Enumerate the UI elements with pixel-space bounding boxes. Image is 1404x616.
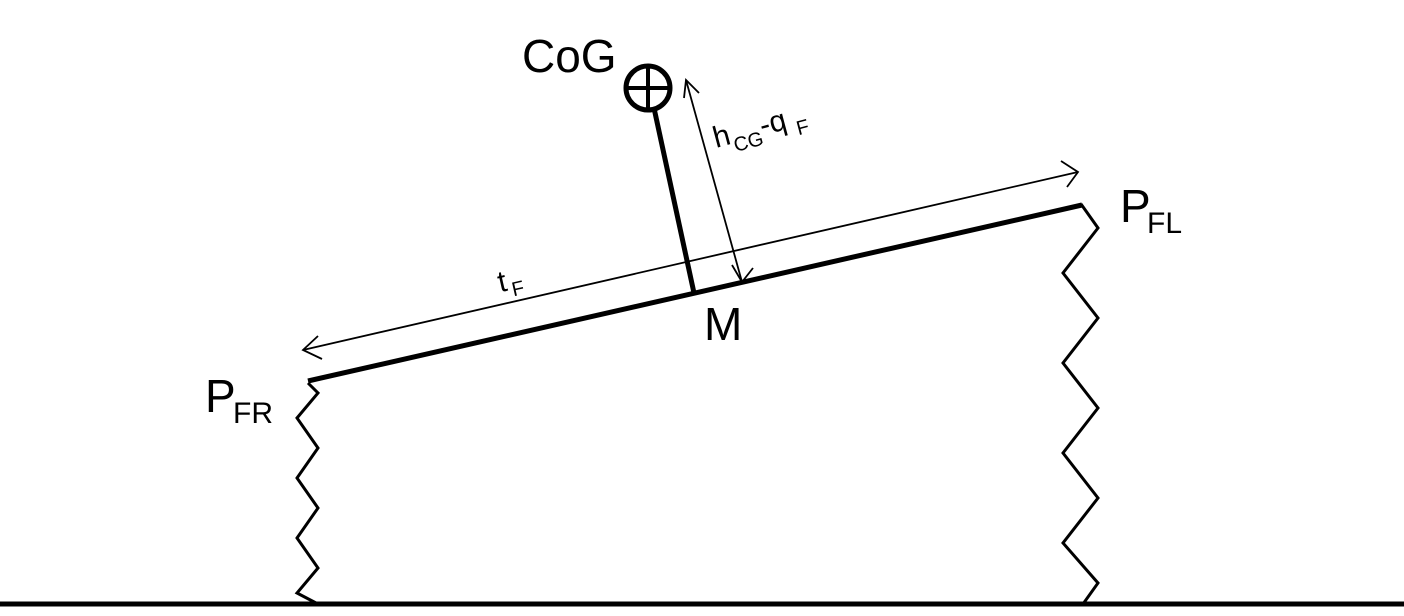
track-width-arrow: [301, 160, 1080, 360]
spring-fr: [294, 381, 321, 606]
m-label: M: [704, 298, 742, 350]
track-width-label: t F: [494, 265, 527, 301]
svg-text:FL: FL: [1147, 207, 1182, 240]
axle-beam: [307, 202, 1083, 384]
spring-fl: [1061, 203, 1100, 605]
svg-text:F: F: [794, 116, 811, 140]
height-arrow: [683, 78, 754, 284]
svg-text:h: h: [709, 119, 734, 155]
cog-marker-icon: [623, 63, 673, 113]
height-label: h CG -q F: [709, 104, 811, 157]
svg-text:P: P: [1120, 180, 1151, 232]
p-fl-label: P FL: [1120, 180, 1182, 240]
svg-text:t: t: [494, 265, 510, 299]
svg-text:F: F: [510, 277, 527, 301]
cog-label: CoG: [522, 30, 617, 82]
svg-text:P: P: [205, 370, 236, 422]
svg-text:FR: FR: [233, 397, 273, 430]
p-fr-label: P FR: [205, 370, 273, 430]
